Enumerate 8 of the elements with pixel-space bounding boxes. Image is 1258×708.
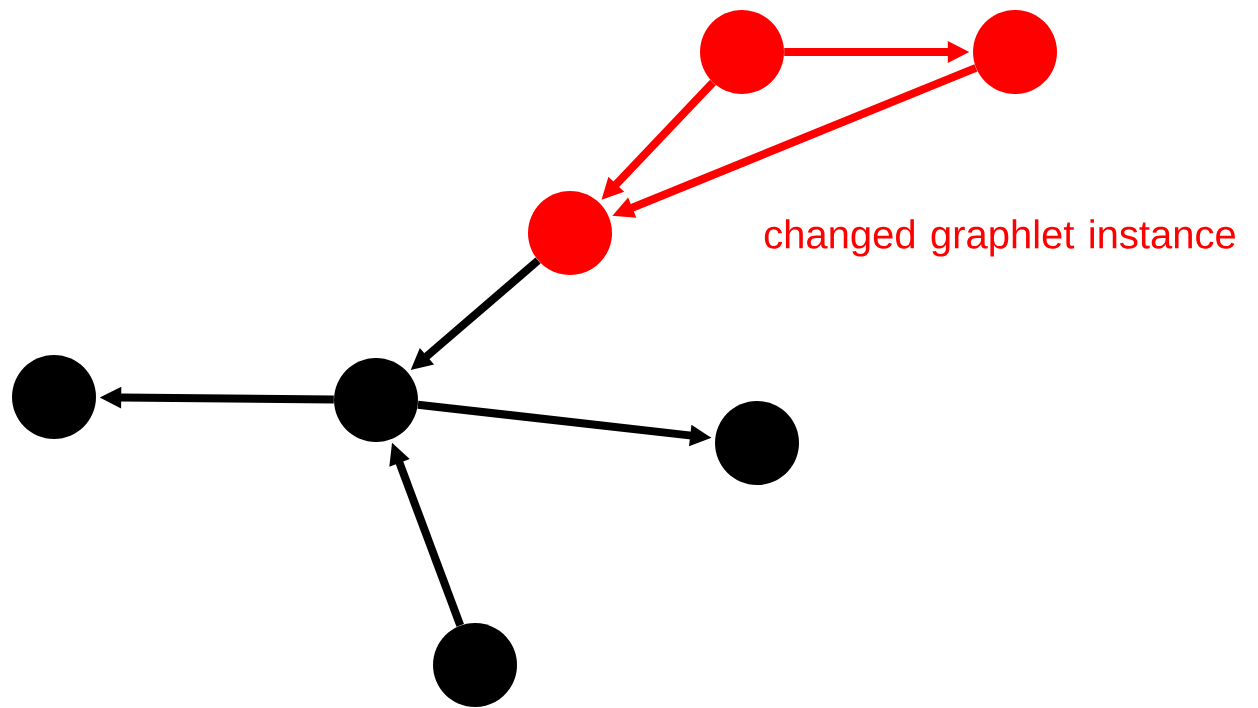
graph-node [334, 358, 418, 442]
annotation-text: changed graphlet instance [764, 219, 1235, 257]
graph-node [12, 355, 96, 439]
graph-node [700, 10, 784, 94]
graph-node [433, 623, 517, 707]
graph-node [528, 191, 612, 275]
graph-node [973, 10, 1057, 94]
graph-node [715, 401, 799, 485]
